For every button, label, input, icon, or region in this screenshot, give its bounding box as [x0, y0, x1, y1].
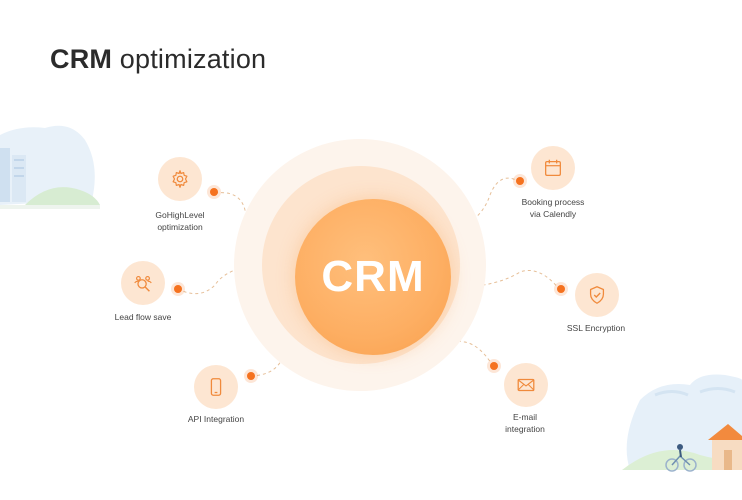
api-node[interactable]	[194, 365, 238, 409]
booking-dot	[516, 177, 524, 185]
email-dot	[490, 362, 498, 370]
leadflow-label: Lead flow save	[88, 311, 198, 323]
email-label-line2: integration	[505, 424, 545, 434]
smartphone-icon	[210, 378, 222, 396]
title-bold: CRM	[50, 44, 113, 74]
ssl-node[interactable]	[575, 273, 619, 317]
ssl-dot	[557, 285, 565, 293]
shield-check-icon	[589, 286, 605, 304]
page-title: CRM optimization	[50, 44, 266, 75]
leadflow-label-line1: Lead flow save	[114, 312, 172, 322]
ssl-label-line1: SSL Encryption	[566, 323, 626, 333]
email-label: E-mail integration	[470, 411, 580, 435]
crm-core-label: CRM	[321, 252, 425, 301]
ssl-label: SSL Encryption	[541, 322, 651, 334]
gohighlevel-label-line2: optimization	[157, 222, 203, 232]
gear-icon	[172, 170, 188, 188]
email-label-line1: E-mail	[512, 412, 538, 422]
gohighlevel-dot	[210, 188, 218, 196]
booking-node[interactable]	[531, 146, 575, 190]
email-node[interactable]	[504, 363, 548, 407]
gohighlevel-label-line1: GoHighLevel	[155, 210, 205, 220]
booking-label-line2: via Calendly	[529, 209, 577, 219]
title-rest: optimization	[119, 44, 267, 74]
gohighlevel-node[interactable]	[158, 157, 202, 201]
lead-search-icon	[134, 275, 152, 292]
booking-label-line1: Booking process	[521, 197, 585, 207]
api-label-line1: API Integration	[187, 414, 245, 424]
gohighlevel-label: GoHighLevel optimization	[125, 209, 235, 233]
leadflow-dot	[174, 285, 182, 293]
city-illustration	[0, 125, 100, 209]
leadflow-node[interactable]	[121, 261, 165, 305]
house-cyclist-illustration	[622, 374, 742, 472]
envelope-icon	[517, 378, 535, 392]
booking-label: Booking process via Calendly	[498, 196, 608, 220]
calendar-icon	[545, 159, 561, 176]
crm-core-circle: CRM	[295, 199, 451, 355]
api-label: API Integration	[161, 413, 271, 425]
api-dot	[247, 372, 255, 380]
